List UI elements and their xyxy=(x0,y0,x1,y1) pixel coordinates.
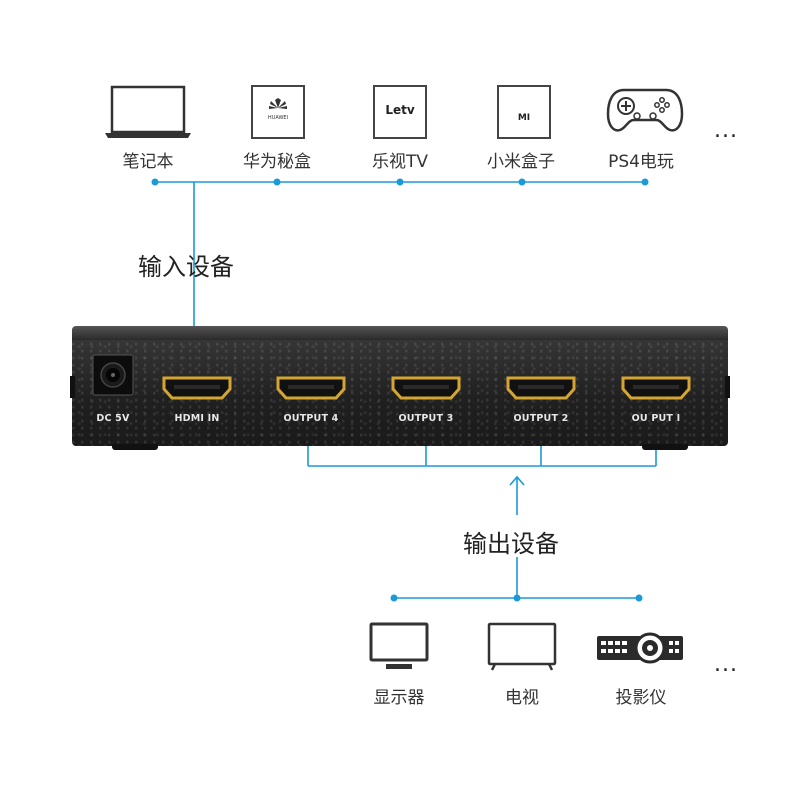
laptop-icon xyxy=(104,84,192,140)
output-label-monitor: 显示器 xyxy=(373,688,425,708)
device-foot-left xyxy=(112,444,158,450)
projector-icon xyxy=(595,630,685,666)
huawei-brand-text: HUAWEI xyxy=(267,115,289,121)
input-label-xiaomi: 小米盒子 xyxy=(487,152,555,172)
input-label-laptop: 笔记本 xyxy=(122,152,174,172)
hdmi-output-2-port[interactable] xyxy=(506,376,576,400)
device-side-tab-right xyxy=(725,376,730,398)
device-side-tab-left xyxy=(70,376,75,398)
output-label-projector: 投影仪 xyxy=(615,688,667,708)
port-label-output-1: OU PUT I xyxy=(631,413,681,424)
letv-box-icon: Letv xyxy=(372,84,428,140)
hdmi-output-4-port[interactable] xyxy=(276,376,346,400)
input-label-ps4: PS4电玩 xyxy=(608,152,674,172)
port-label-output-2: OUTPUT 2 xyxy=(513,413,569,424)
output-devices-title: 输出设备 xyxy=(463,530,559,558)
monitor-icon xyxy=(369,622,429,672)
port-label-dc: DC 5V xyxy=(96,413,130,424)
device-foot-right xyxy=(642,444,688,450)
port-label-output-4: OUTPUT 4 xyxy=(283,413,339,424)
more-inputs-indicator: ... xyxy=(714,118,738,143)
port-label-hdmi-in: HDMI IN xyxy=(174,413,220,424)
dc-power-jack xyxy=(92,354,134,396)
device-top-edge xyxy=(72,326,728,340)
hdmi-output-3-port[interactable] xyxy=(391,376,461,400)
output-label-tv: 电视 xyxy=(505,688,539,708)
xiaomi-brand-text: MI xyxy=(517,113,531,123)
hdmi-output-1-port[interactable] xyxy=(621,376,691,400)
input-label-letv: 乐视TV xyxy=(371,152,428,172)
input-devices-title: 输入设备 xyxy=(138,253,234,281)
gamepad-icon xyxy=(606,86,684,136)
letv-brand-text: Letv xyxy=(385,103,415,117)
xiaomi-box-icon: MI xyxy=(496,84,552,140)
port-label-output-3: OUTPUT 3 xyxy=(398,413,454,424)
input-label-huawei: 华为秘盒 xyxy=(243,152,311,172)
hdmi-in-port[interactable] xyxy=(162,376,232,400)
tv-icon xyxy=(487,622,557,672)
huawei-box-icon: HUAWEI xyxy=(250,84,306,140)
more-outputs-indicator: ... xyxy=(714,652,738,677)
